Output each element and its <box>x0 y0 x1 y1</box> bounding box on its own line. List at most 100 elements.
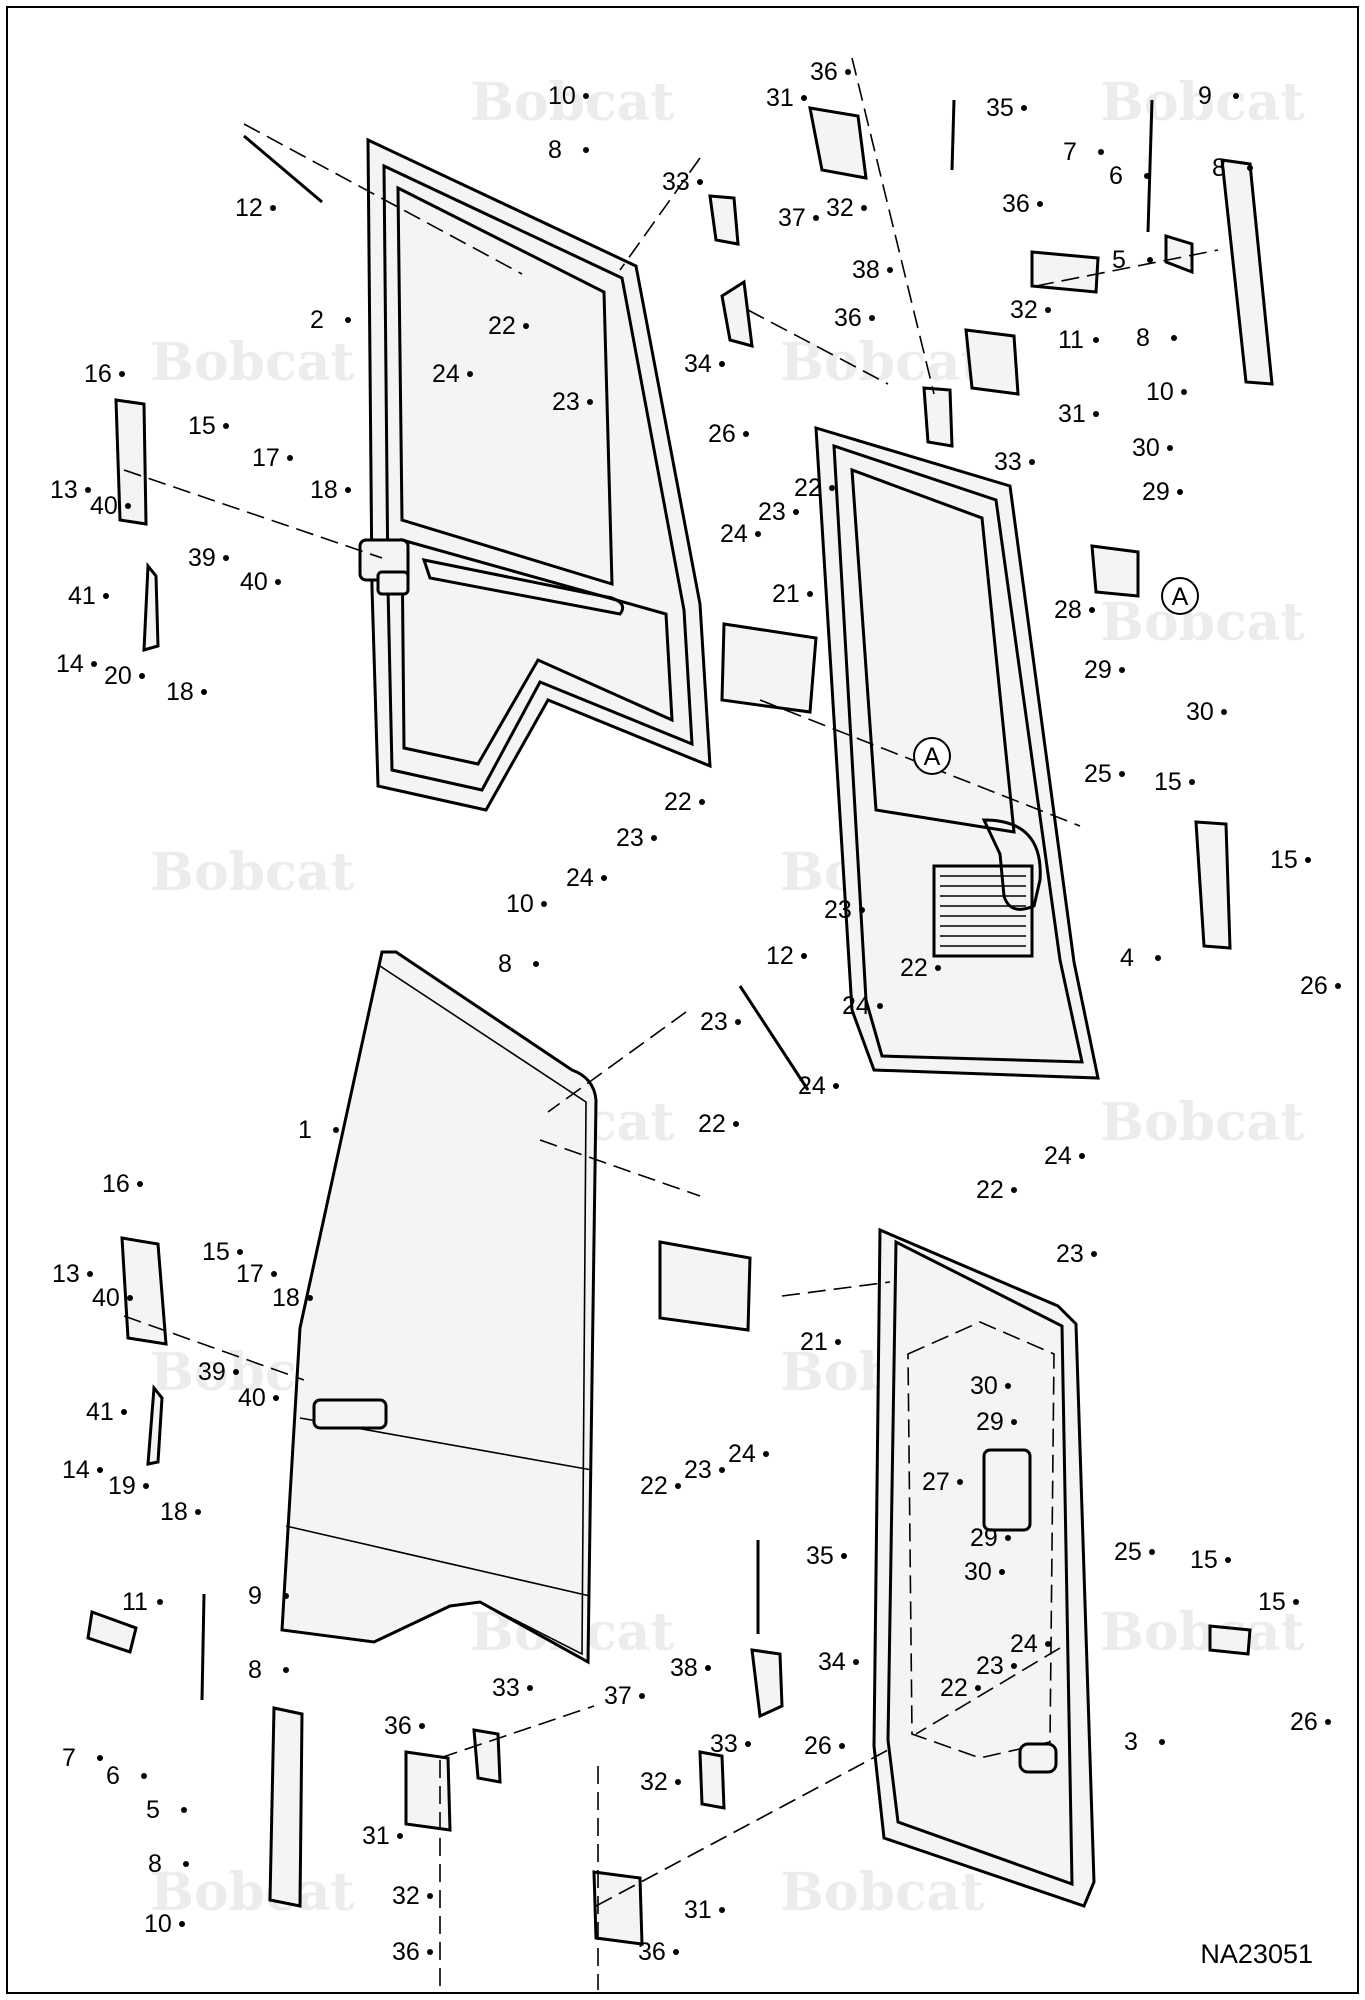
part-dot-115 <box>397 1833 403 1839</box>
part-label-101: 38 <box>670 1654 698 1682</box>
part-dot-1 <box>583 147 589 153</box>
part-label-73: 17 <box>236 1260 264 1288</box>
watermark-8: Bobcat <box>1100 1092 1304 1153</box>
part-label-35: 8 <box>1136 324 1150 352</box>
part-dot-6 <box>587 399 593 405</box>
part-label-104: 23 <box>976 1652 1004 1680</box>
part-label-93: 15 <box>1190 1546 1218 1574</box>
part-label-61: 22 <box>900 954 928 982</box>
part-label-42: 29 <box>1142 478 1170 506</box>
part-dot-70 <box>1091 1251 1097 1257</box>
part-dot-117 <box>183 1861 189 1867</box>
watermark-12: Bobcat <box>1100 1602 1304 1663</box>
part-dot-81 <box>1005 1383 1011 1389</box>
part-label-23: 7 <box>1063 138 1077 166</box>
part-label-8: 15 <box>188 412 216 440</box>
part-label-33: 32 <box>1010 296 1038 324</box>
part-label-86: 18 <box>160 1498 188 1526</box>
part-label-70: 23 <box>1056 1240 1084 1268</box>
part-dot-97 <box>283 1593 289 1599</box>
part-label-76: 13 <box>52 1260 80 1288</box>
part-label-118: 31 <box>684 1896 712 1924</box>
part-dot-58 <box>533 961 539 967</box>
part-dot-9 <box>287 455 293 461</box>
part-dot-0 <box>583 93 589 99</box>
part-label-66: 22 <box>698 1110 726 1138</box>
part-label-16: 14 <box>56 650 84 678</box>
part-label-62: 4 <box>1120 944 1134 972</box>
part-label-103: 24 <box>1010 1630 1038 1658</box>
part-dot-76 <box>87 1271 93 1277</box>
part-dot-49 <box>1221 709 1227 715</box>
part-dot-26 <box>697 179 703 185</box>
part-dot-66 <box>733 1121 739 1127</box>
watermark-4: Bobcat <box>1100 592 1304 653</box>
part-dot-106 <box>419 1723 425 1729</box>
part-label-6: 23 <box>552 388 580 416</box>
part-dot-69 <box>1011 1187 1017 1193</box>
part-dot-20 <box>801 95 807 101</box>
part-dot-5 <box>467 371 473 377</box>
part-dot-64 <box>735 1019 741 1025</box>
part-dot-18 <box>201 689 207 695</box>
part-label-89: 22 <box>640 1472 668 1500</box>
part-dot-29 <box>861 205 867 211</box>
part-label-68: 24 <box>1044 1142 1072 1170</box>
part-label-48: 29 <box>1084 656 1112 684</box>
watermark-1: Bobcat <box>1100 72 1304 133</box>
part-dot-43 <box>829 485 835 491</box>
part-dot-84 <box>97 1467 103 1473</box>
part-dot-37 <box>1181 389 1187 395</box>
part-dot-107 <box>527 1685 533 1691</box>
part-label-58: 8 <box>498 950 512 978</box>
part-label-3: 2 <box>310 306 324 334</box>
part-dot-38 <box>1093 411 1099 417</box>
part-dot-31 <box>887 267 893 273</box>
part-dot-68 <box>1079 1153 1085 1159</box>
part-label-63: 24 <box>842 992 870 1020</box>
part-dot-91 <box>999 1569 1005 1575</box>
part-label-69: 22 <box>976 1176 1004 1204</box>
callout-a-text: A <box>924 743 941 771</box>
part-label-25: 8 <box>1212 154 1226 182</box>
part-label-87: 24 <box>728 1440 756 1468</box>
part-dot-75 <box>835 1339 841 1345</box>
part-label-112: 3 <box>1124 1728 1138 1756</box>
part-dot-72 <box>237 1249 243 1255</box>
part-label-59: 23 <box>824 896 852 924</box>
part-label-2: 12 <box>235 194 263 222</box>
part-dot-63 <box>877 1003 883 1009</box>
watermark-0: Bobcat <box>470 72 674 133</box>
part-dot-74 <box>307 1295 313 1301</box>
part-label-115: 31 <box>362 1822 390 1850</box>
part-dot-121 <box>673 1949 679 1955</box>
part-dot-77 <box>127 1295 133 1301</box>
part-label-30: 5 <box>1112 246 1126 274</box>
part-label-29: 32 <box>826 194 854 222</box>
part-dot-21 <box>1021 105 1027 111</box>
part-dot-67 <box>333 1127 339 1133</box>
part-dot-120 <box>427 1949 433 1955</box>
part-label-9: 17 <box>252 444 280 472</box>
diagram-frame <box>6 6 1359 1994</box>
part-dot-79 <box>273 1395 279 1401</box>
part-dot-96 <box>157 1599 163 1605</box>
part-dot-94 <box>1293 1599 1299 1605</box>
part-label-97: 9 <box>248 1582 262 1610</box>
part-label-102: 37 <box>604 1682 632 1710</box>
part-label-0: 10 <box>548 82 576 110</box>
part-dot-42 <box>1177 489 1183 495</box>
watermark-2: Bobcat <box>150 332 354 393</box>
part-label-57: 10 <box>506 890 534 918</box>
part-dot-110 <box>141 1773 147 1779</box>
part-dot-16 <box>91 661 97 667</box>
part-dot-86 <box>195 1509 201 1515</box>
part-label-45: 24 <box>720 520 748 548</box>
part-dot-50 <box>699 799 705 805</box>
callout-a-text: A <box>1172 583 1189 611</box>
part-label-94: 15 <box>1258 1588 1286 1616</box>
part-dot-116 <box>427 1893 433 1899</box>
part-dot-114 <box>675 1779 681 1785</box>
part-label-53: 25 <box>1084 760 1112 788</box>
part-label-106: 36 <box>384 1712 412 1740</box>
